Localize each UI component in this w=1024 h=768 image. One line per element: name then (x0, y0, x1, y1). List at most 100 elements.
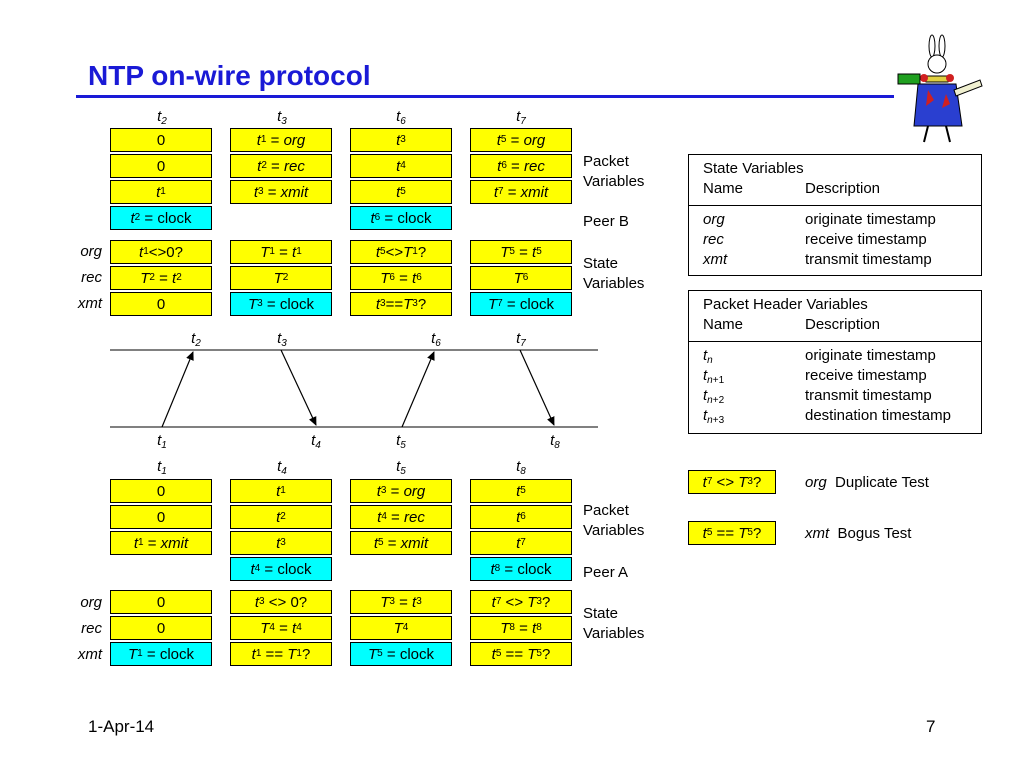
title-underline (76, 95, 894, 98)
peer-b-time-label: t3 (277, 108, 287, 127)
panel-title: State Variables (703, 160, 804, 177)
state-variables-panel: State Variables Name Description org origi… (688, 154, 982, 276)
page-title: NTP on-wire protocol (88, 60, 371, 91)
peer-a-row-label: rec (81, 620, 102, 637)
packet-arrow (161, 351, 194, 428)
timeline-top-label: t2 (191, 330, 201, 349)
panel-col-name: Name (703, 180, 744, 197)
packet-var-name: tn (703, 347, 713, 366)
peer-b-row-label: rec (81, 269, 102, 286)
peer-a-cell: 0 (110, 479, 212, 503)
packet-var-desc: transmit timestamp (805, 387, 932, 404)
timeline-top-label: t6 (431, 330, 441, 349)
duplicate-test-label: org Duplicate Test (805, 474, 929, 491)
peer-a-row-label: org (80, 594, 102, 611)
peer-a-time-label: t5 (396, 458, 406, 477)
packet-var-name: tn+2 (703, 387, 725, 406)
panel-col-desc: Description (805, 316, 881, 333)
peer-a-peer-label: Peer A (583, 564, 629, 581)
peer-b-state-label: State Variables (583, 255, 645, 292)
peer-b-time-label: t6 (396, 108, 406, 127)
panel-title: Packet Header Variables (703, 296, 868, 313)
packet-var-desc: receive timestamp (805, 367, 927, 384)
timeline-bottom-label: t4 (311, 432, 321, 451)
packet-var-name: tn+1 (703, 367, 725, 386)
peer-a-state-label: State Variables (583, 605, 645, 642)
packet-arrow (401, 351, 435, 428)
packet-var-name: tn+3 (703, 407, 725, 426)
timeline-bottom-label: t8 (550, 432, 560, 451)
peer-b-packet-label: Packet Variables (583, 153, 645, 190)
state-var-name: org (703, 211, 725, 228)
timeline-top-label: t7 (516, 330, 526, 349)
peer-a-time-label: t4 (277, 458, 287, 477)
peer-a-time-label: t8 (516, 458, 526, 477)
peer-a-state-cell: 0 (110, 590, 212, 614)
timeline-top-label: t3 (277, 330, 287, 349)
peer-b-cell: 0 (110, 128, 212, 152)
peer-a-cell: 0 (110, 505, 212, 529)
peer-b-cell: 0 (110, 154, 212, 178)
packet-arrow (519, 349, 555, 426)
state-var-name: xmt (703, 251, 728, 268)
bogus-test-label: xmt Bogus Test (805, 525, 912, 542)
peer-b-row-label: xmt (77, 295, 102, 312)
packet-var-desc: originate timestamp (805, 347, 936, 364)
peer-a-row-label: xmt (77, 646, 102, 663)
peer-b-time-label: t2 (157, 108, 167, 127)
footer-date: 1-Apr-14 (88, 717, 155, 736)
peer-b-peer-label: Peer B (583, 213, 629, 230)
timeline-bottom-label: t1 (157, 432, 167, 451)
peer-a-state-cell: 0 (110, 616, 212, 640)
peer-a-time-label: t1 (157, 458, 167, 477)
state-var-name: rec (703, 231, 724, 248)
peer-b-row-label: org (80, 243, 102, 260)
state-var-desc: originate timestamp (805, 211, 936, 228)
panel-col-desc: Description (805, 180, 881, 197)
peer-b-time-label: t7 (516, 108, 526, 127)
packet-var-desc: destination timestamp (805, 407, 951, 424)
